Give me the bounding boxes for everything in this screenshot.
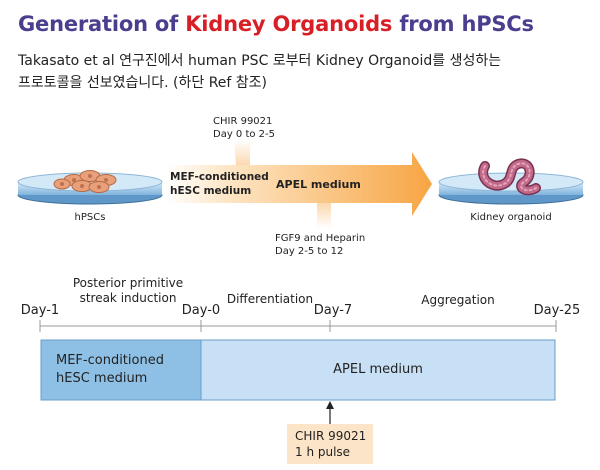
apel-bar-label: APEL medium (333, 362, 423, 377)
mef-medium-bar (40, 339, 202, 401)
title-highlight: Kidney Organoids (185, 12, 393, 36)
day-label: Day-7 (314, 303, 352, 318)
phase-label-differentiation: Differentiation (227, 292, 313, 306)
right-dish-label: Kidney organoid (470, 212, 551, 223)
description-line1: Takasato et al 연구진에서 human PSC 로부터 Kidne… (18, 53, 502, 69)
pulse-arrowhead-icon (326, 401, 334, 409)
description: Takasato et al 연구진에서 human PSC 로부터 Kidne… (18, 50, 501, 94)
day-label: Day-0 (182, 303, 220, 318)
fgf-line2: Day 2-5 to 12 (275, 246, 343, 257)
fgf-line1: FGF9 and Heparin (275, 233, 365, 244)
apel-medium-bar (200, 339, 556, 401)
title-part2: from hPSCs (392, 12, 534, 36)
left-dish-label: hPSCs (75, 212, 106, 223)
title-part1: Generation of (18, 12, 186, 36)
arrow-mef-line1: MEF-conditioned (170, 171, 269, 183)
day-label: Day-25 (534, 303, 581, 318)
pulse-line1: CHIR 99021 (295, 429, 366, 443)
description-line2: 프로토콜을 선보였습니다. (하단 Ref 참조) (18, 75, 268, 91)
arrow-apel-label: APEL medium (276, 178, 361, 191)
right-petri-dish (438, 158, 584, 205)
phase-label-primitive-streak: streak induction (80, 291, 177, 305)
main-workflow-arrow (165, 152, 432, 216)
chir-pulse-box (287, 424, 373, 464)
page-title: Generation of Kidney Organoids from hPSC… (18, 12, 534, 36)
left-petri-dish (17, 170, 163, 205)
hpsc-colony-icon (53, 170, 117, 193)
pulse-line2: 1 h pulse (295, 445, 350, 459)
chir-line2: Day 0 to 2-5 (213, 129, 275, 140)
mef-bar-label: hESC medium (56, 371, 147, 386)
chir-line1: CHIR 99021 (213, 116, 272, 127)
phase-label-aggregation: Aggregation (421, 293, 494, 307)
day-label: Day-1 (21, 303, 59, 318)
phase-label-primitive-streak: Posterior primitive (73, 276, 183, 290)
mef-bar-label: MEF-conditioned (56, 353, 164, 368)
arrow-mef-line2: hESC medium (170, 185, 251, 197)
kidney-organoid-icon (478, 158, 541, 196)
